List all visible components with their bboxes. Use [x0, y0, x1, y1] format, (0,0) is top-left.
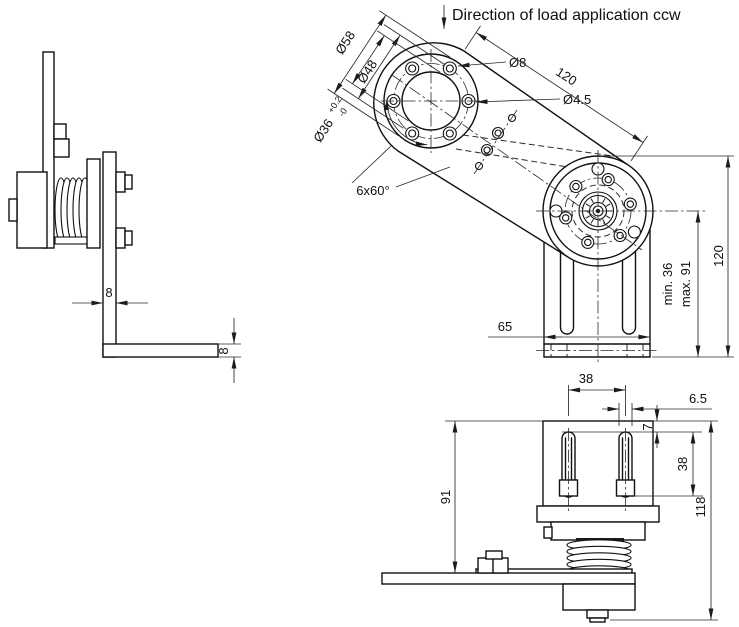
- slot-with-bolt: [558, 428, 579, 514]
- dim-base-thickness: 8: [216, 318, 241, 383]
- mount-bolt: [115, 171, 133, 193]
- dim-label-38-spacing: 38: [579, 371, 593, 386]
- dim-label-dia36: Ø36: [310, 116, 336, 145]
- torsion-spring-bottom: [566, 538, 632, 577]
- hub-through-holes: [549, 162, 641, 239]
- dim-label-120-height: 120: [711, 245, 726, 267]
- dim-label-120-arm: 120: [553, 64, 579, 88]
- housing-step: [543, 526, 553, 539]
- dim-bracket-width: 65: [488, 319, 650, 340]
- arm-plate-bottom: [381, 572, 636, 585]
- spring-anchor-tab: [53, 138, 70, 158]
- dim-label-max91: max. 91: [678, 261, 693, 307]
- torsion-spring-side: [54, 177, 92, 245]
- dim-slot-spacing: 38: [445, 371, 718, 422]
- dim-label-65: 65: [498, 319, 512, 334]
- dim-slot-top-offset: 7: [562, 405, 702, 448]
- spring-anchor-tab: [53, 123, 67, 140]
- dim-screw-pattern: 6x60°: [351, 98, 451, 198]
- dim-label-min36: min. 36: [660, 263, 675, 306]
- hub-housing-side: [16, 171, 48, 249]
- side-view: 8 8: [8, 51, 241, 383]
- arm-centerline: [391, 74, 643, 251]
- mount-bolt: [115, 227, 133, 249]
- adjustment-slot: [621, 251, 637, 335]
- front-view: Ø58 Ø48 Ø36 +0.2 -0 6x60° Ø8: [310, 10, 734, 364]
- dim-total-height-front: 120: [600, 155, 734, 357]
- dim-label-dia58: Ø58: [332, 28, 358, 57]
- shaft-nub-tip: [589, 617, 606, 623]
- dim-label-8-vertical: 8: [105, 285, 112, 300]
- hub-block-under-plate: [562, 583, 636, 611]
- bracket-plate-inner: [86, 158, 101, 249]
- mounting-bracket: [536, 220, 658, 358]
- dim-plate-height: 91: [438, 421, 458, 573]
- load-direction-note: Direction of load application ccw: [441, 5, 681, 29]
- adjustment-slot: [559, 251, 575, 335]
- shaft-nub: [8, 198, 18, 222]
- spring-anchor-tab-bottom: [477, 550, 509, 574]
- l-bracket-vertical-leg: [102, 151, 117, 358]
- dim-label-91: 91: [438, 490, 453, 504]
- dim-label-6-5: 6.5: [689, 391, 707, 406]
- bracket-block-bottom: [536, 420, 660, 523]
- dim-leg-thickness: 8: [72, 285, 148, 306]
- dim-total-height-bottom: 118: [610, 421, 718, 621]
- dim-label-8-base: 8: [216, 347, 231, 354]
- hidden-spring-leg: [462, 134, 614, 157]
- dim-label-7: 7: [640, 423, 655, 430]
- slot-with-bolt: [615, 428, 636, 514]
- dim-label-dia8: Ø8: [509, 55, 526, 70]
- load-direction-title: Direction of load application ccw: [452, 7, 681, 24]
- l-bracket-horizontal-leg: [102, 343, 219, 358]
- dim-label-38-length: 38: [675, 457, 690, 471]
- shaft-nub-bottom: [586, 609, 609, 619]
- dim-axis-height: min. 36 max. 91: [652, 211, 734, 358]
- bottom-view: 38 6.5 7 38 91 118: [381, 371, 718, 623]
- dim-slot-length: 38: [634, 432, 703, 497]
- hub-housing-bottom: [550, 521, 646, 541]
- dim-label-118: 118: [693, 497, 708, 518]
- dim-slot-width: 6.5: [602, 391, 712, 426]
- dim-label-6x60: 6x60°: [356, 183, 389, 198]
